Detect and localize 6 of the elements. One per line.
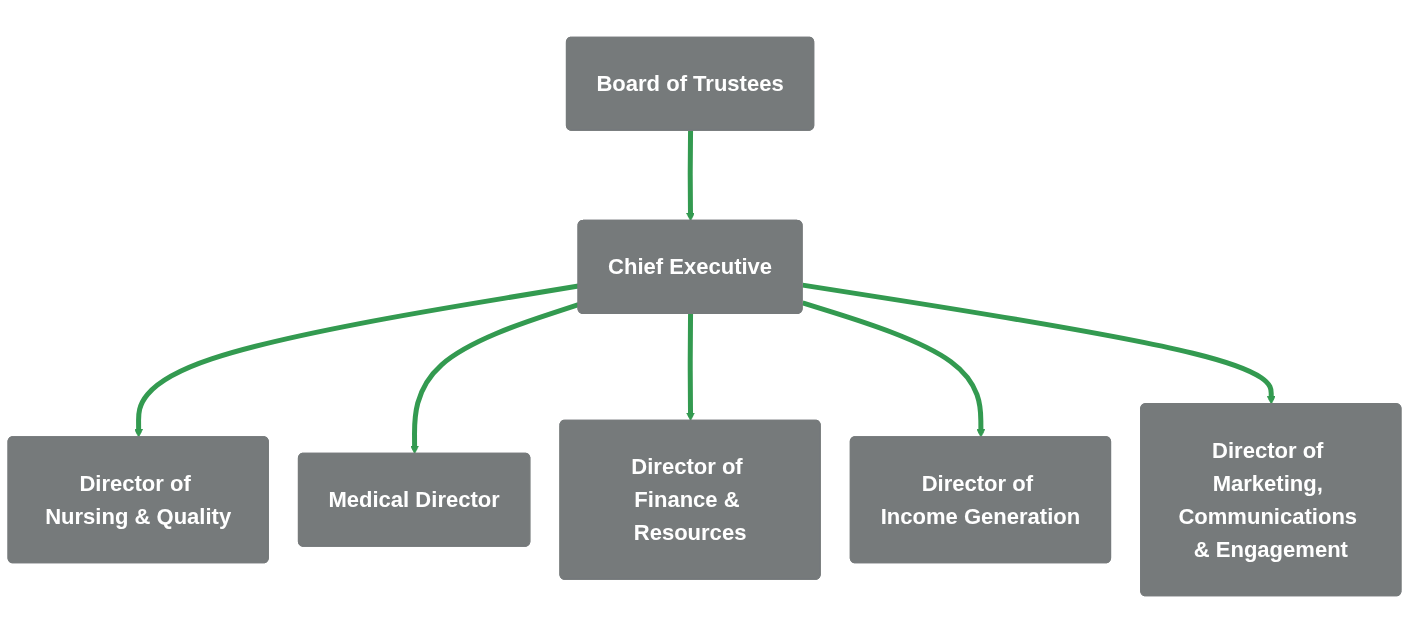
arrow [686,130,695,222]
arrow [801,300,986,438]
arrow [686,313,695,422]
arrow [134,283,579,438]
arrow [410,302,580,455]
arrow [802,282,1276,405]
